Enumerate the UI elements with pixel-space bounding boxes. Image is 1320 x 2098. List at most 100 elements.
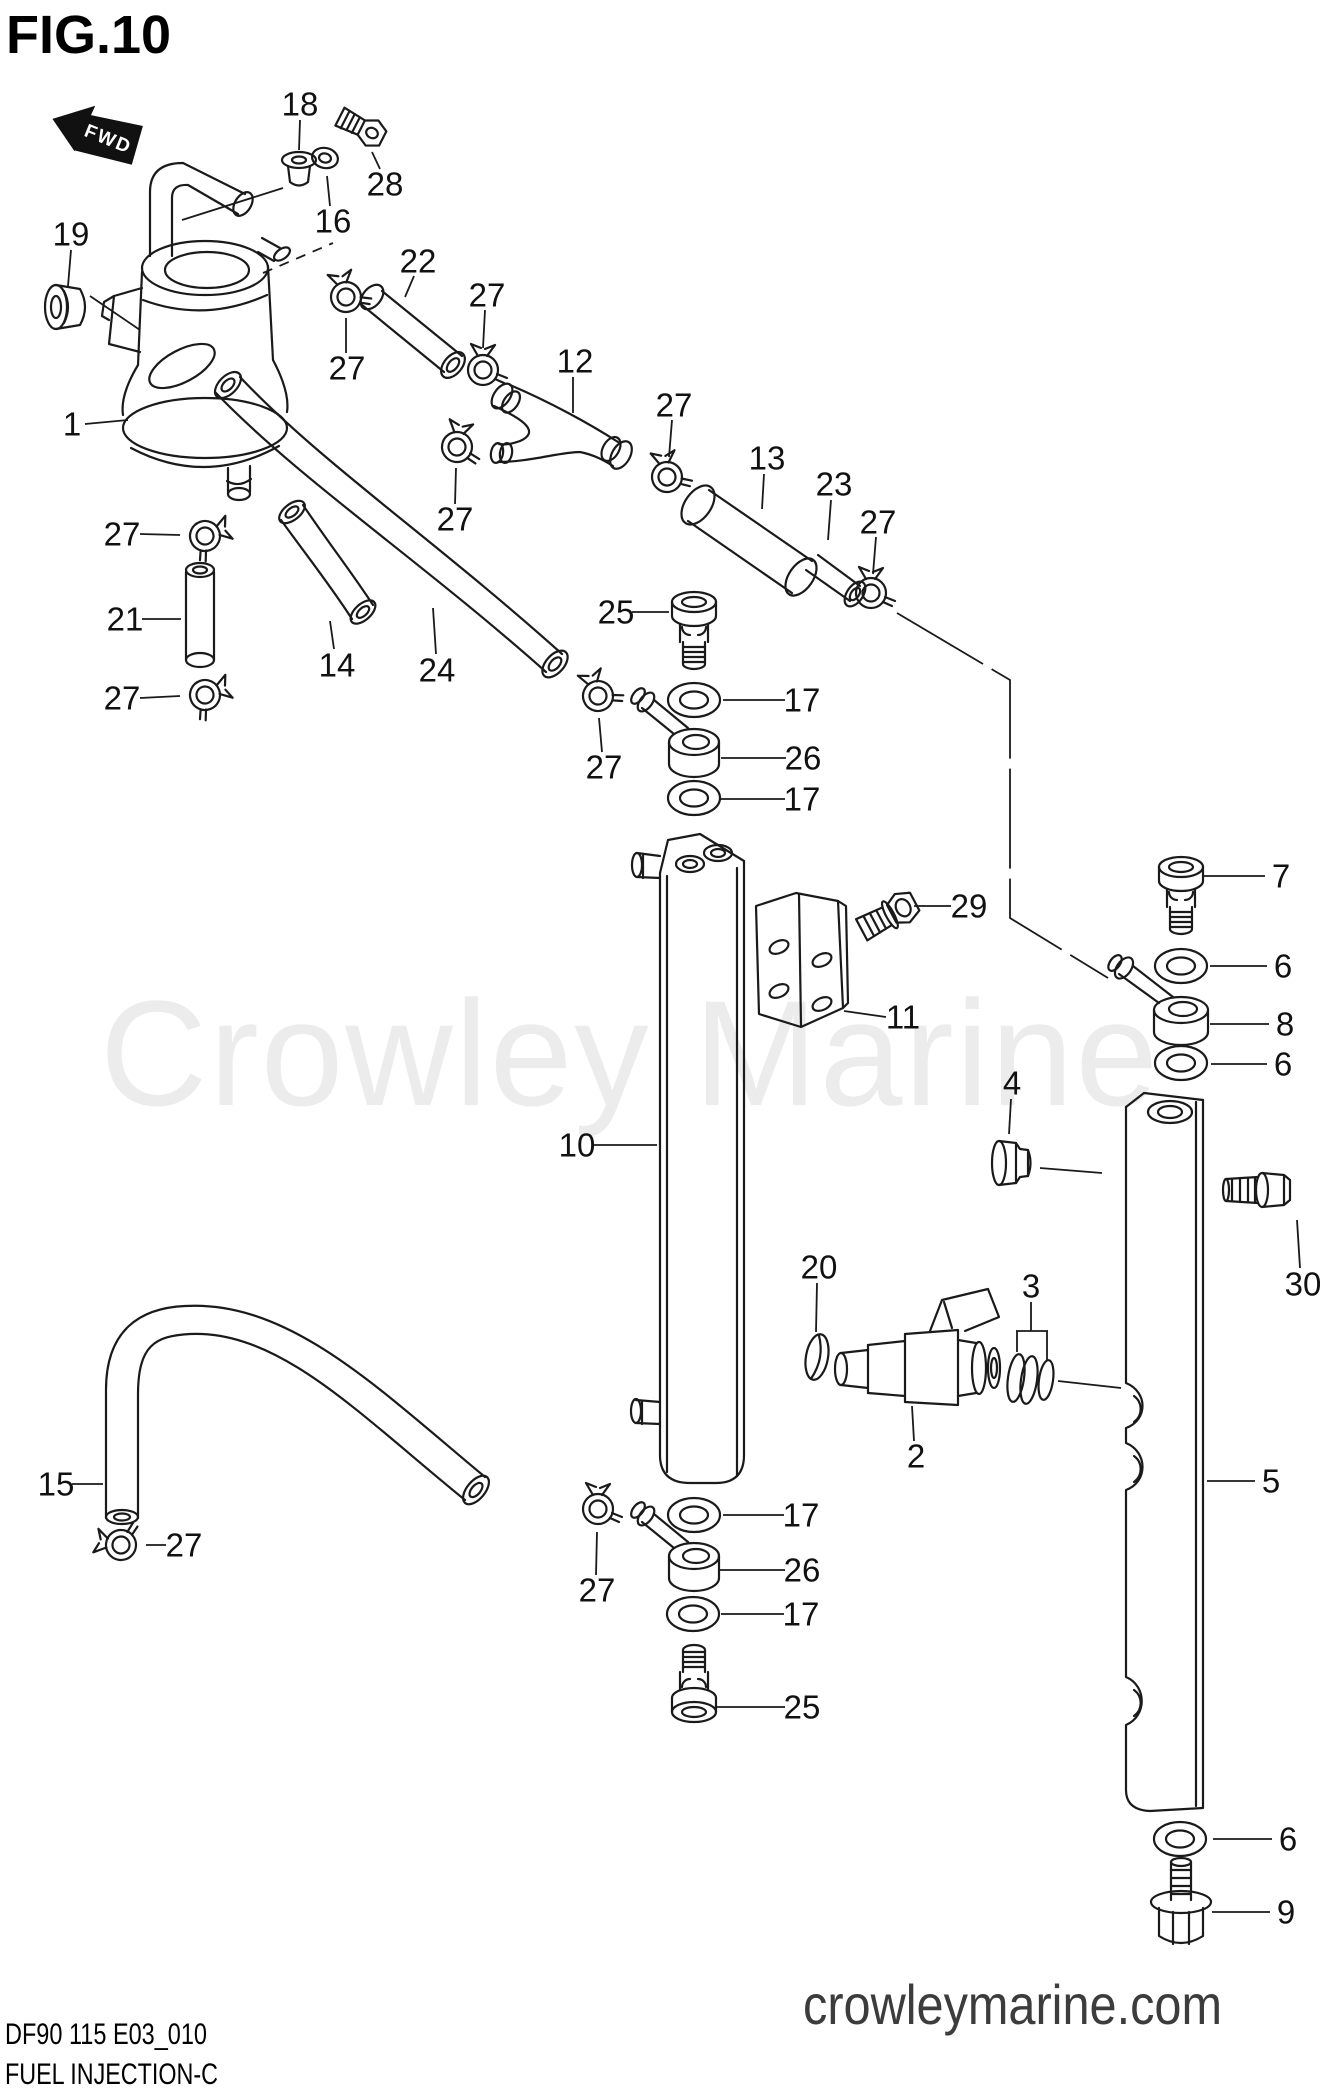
callout-9: 9 <box>1277 1894 1295 1931</box>
part-21-hose <box>184 561 216 669</box>
callout-leader-2 <box>911 1405 915 1442</box>
callout-29: 29 <box>951 888 988 925</box>
part-17-washers <box>665 681 722 1633</box>
callout-23: 23 <box>816 466 853 503</box>
callout-6: 6 <box>1279 1821 1297 1858</box>
callout-leader-27 <box>454 467 457 505</box>
callout-10: 10 <box>559 1127 596 1164</box>
callout-26: 26 <box>784 1552 821 1589</box>
part-8-banjo-fitting <box>1107 954 1210 1047</box>
callout-leader-27 <box>872 536 877 575</box>
callout-1: 1 <box>63 406 81 443</box>
callout-leader-16 <box>326 175 331 207</box>
website-text: crowleymarine.com <box>803 1973 1222 2036</box>
callout-27: 27 <box>469 277 506 314</box>
part-26-banjo-fittings <box>627 684 721 1593</box>
callout-17: 17 <box>784 682 821 719</box>
part-4-grommet <box>990 1139 1032 1187</box>
part-23-tube <box>804 553 867 608</box>
callout-25: 25 <box>784 1689 821 1726</box>
callout-15: 15 <box>38 1466 75 1503</box>
callout-17: 17 <box>783 1497 820 1534</box>
callout-26: 26 <box>785 740 822 777</box>
part-20-seal <box>804 1333 830 1381</box>
callout-leader-14 <box>329 620 335 650</box>
part-14-hose <box>278 499 377 625</box>
part-3-o-rings <box>1006 1353 1055 1405</box>
part-28-bolt <box>334 106 388 147</box>
part-25-banjo-bolt-top <box>670 590 718 671</box>
callout-7: 7 <box>1272 858 1290 895</box>
callout-leader-28 <box>371 151 381 170</box>
part-19-cap <box>43 283 87 331</box>
part-30-bolt <box>1221 1171 1292 1209</box>
watermark-text: Crowley Marine <box>100 969 1160 1137</box>
callout-leader-18 <box>298 119 301 151</box>
part-link-line <box>89 295 141 331</box>
callout-13: 13 <box>749 440 786 477</box>
callout-3: 3 <box>1022 1268 1040 1305</box>
callout-14: 14 <box>319 647 356 684</box>
callout-27: 27 <box>104 680 141 717</box>
callout-leader-27 <box>668 419 673 458</box>
callout-12: 12 <box>557 343 594 380</box>
callout-leader-27 <box>482 309 486 349</box>
part-link-line <box>1039 1167 1103 1174</box>
part-16-washer <box>311 146 339 170</box>
callout-leader-24 <box>432 607 437 655</box>
figure-name: FUEL INJECTION-C <box>5 2058 218 2091</box>
callout-6: 6 <box>1274 948 1292 985</box>
callout-18: 18 <box>282 86 319 123</box>
callout-21: 21 <box>107 601 144 638</box>
callout-17: 17 <box>783 1596 820 1633</box>
link-line-layer <box>89 187 1122 1389</box>
part-25-banjo-bolt-bottom <box>670 1643 718 1724</box>
part-10-fuel-rail <box>629 832 746 1485</box>
callout-19: 19 <box>53 216 90 253</box>
callout-16: 16 <box>315 203 352 240</box>
callout-leader-30 <box>1296 1219 1301 1269</box>
part-2-fuel-injector <box>833 1287 1002 1407</box>
part-24-hose <box>213 370 569 679</box>
part-11-bracket <box>754 891 850 1029</box>
part-12-y-pipe <box>489 382 633 470</box>
callout-27: 27 <box>329 350 366 387</box>
callout-leader-27 <box>595 1531 598 1576</box>
callout-27: 27 <box>579 1572 616 1609</box>
part-6-washers <box>1152 947 1209 1858</box>
callout-leader-20 <box>815 1282 818 1333</box>
callout-30: 30 <box>1285 1266 1320 1303</box>
callout-5: 5 <box>1262 1463 1280 1500</box>
callout-leader-27 <box>139 695 181 699</box>
callout-leader-4 <box>1008 1098 1012 1135</box>
callout-27: 27 <box>656 387 693 424</box>
part-link-line <box>896 612 1109 979</box>
callout-2: 2 <box>907 1438 925 1475</box>
callout-27: 27 <box>104 516 141 553</box>
callout-22: 22 <box>400 243 437 280</box>
callout-27: 27 <box>437 501 474 538</box>
callout-11: 11 <box>886 999 920 1036</box>
drawing-code: DF90 115 E03_010 <box>5 2018 207 2051</box>
callout-17: 17 <box>784 781 821 818</box>
callout-leader-23 <box>827 499 832 541</box>
part-13-hose <box>680 484 818 597</box>
part-9-bolt <box>1149 1856 1213 1946</box>
part-22-hose <box>359 283 466 379</box>
callout-28: 28 <box>367 166 404 203</box>
figure-title: FIG.10 <box>6 5 171 65</box>
callout-leader-27 <box>598 717 603 753</box>
part-5-fuel-rail <box>1124 1091 1205 1813</box>
callout-25: 25 <box>598 594 635 631</box>
part-link-line <box>262 242 334 274</box>
callout-20: 20 <box>801 1249 838 1286</box>
callout-27: 27 <box>166 1527 203 1564</box>
callout-leader-22 <box>404 275 415 298</box>
callout-6: 6 <box>1274 1046 1292 1083</box>
part-29-bolt <box>854 891 921 942</box>
part-15-hose <box>104 1304 491 1526</box>
callout-leader-13 <box>761 473 765 510</box>
callout-leader-27 <box>139 533 181 536</box>
